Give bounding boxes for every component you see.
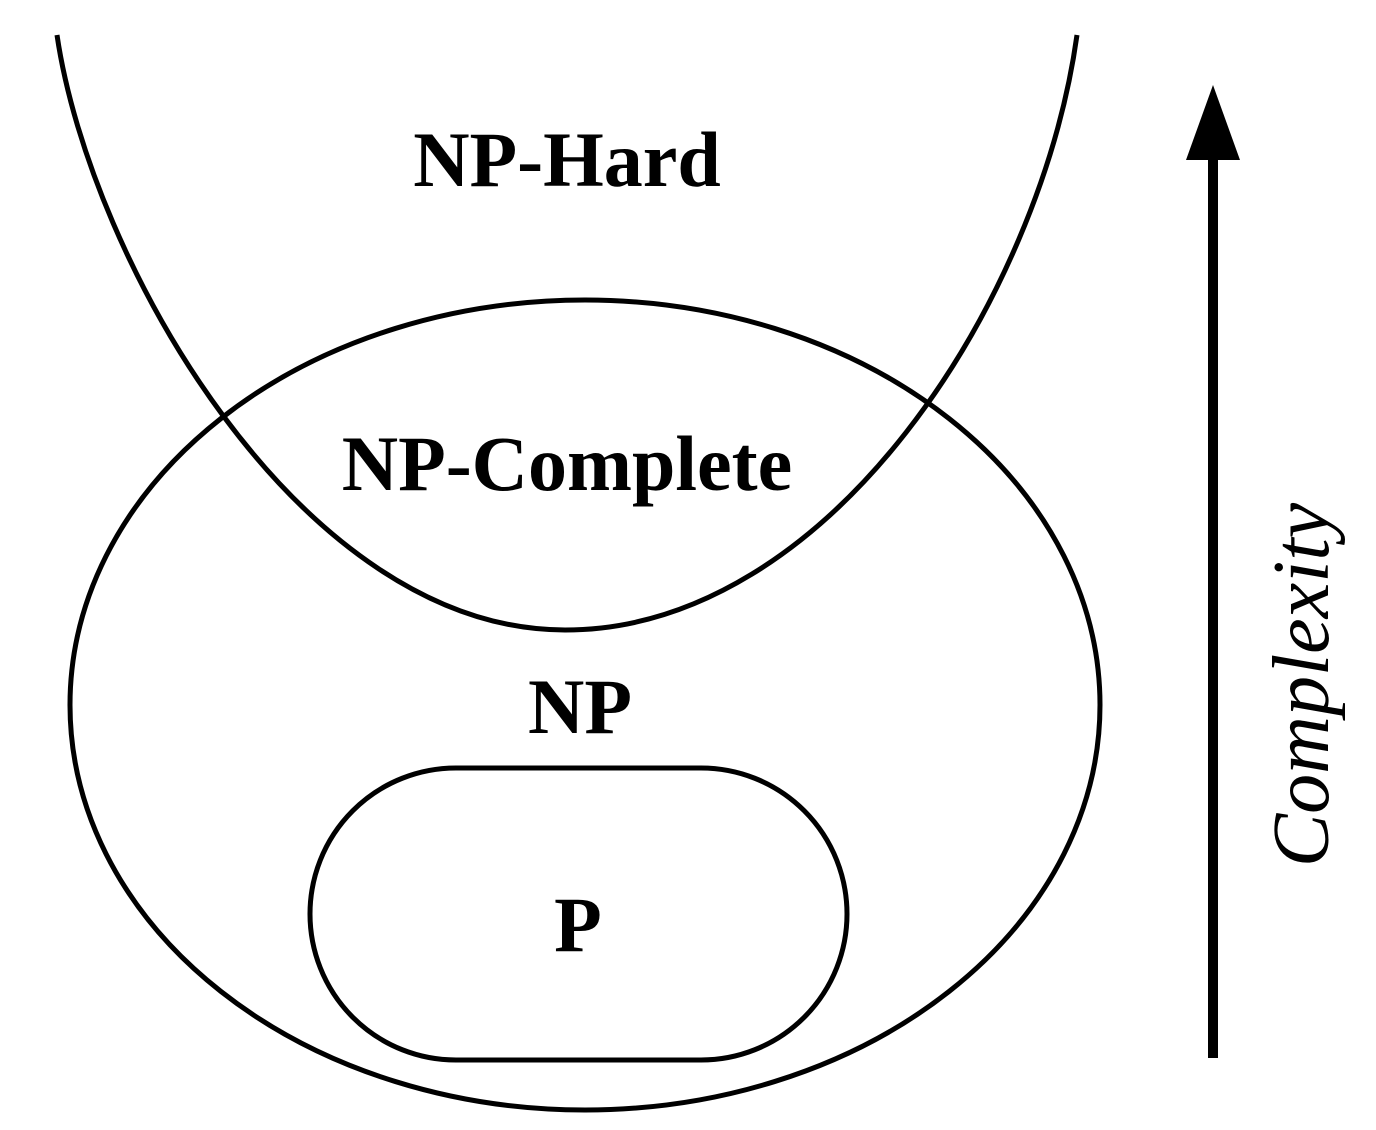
p-region [307, 765, 850, 1063]
np-region [67, 297, 1103, 1113]
np-complete-label: NP-Complete [342, 420, 793, 507]
complexity-axis-label: Complexity [1258, 502, 1346, 867]
np-hard-region [54, 34, 1080, 633]
p-label: P [554, 881, 602, 968]
complexity-arrow-head [1186, 85, 1240, 160]
np-label: NP [528, 663, 632, 750]
np-hard-label: NP-Hard [413, 116, 721, 203]
